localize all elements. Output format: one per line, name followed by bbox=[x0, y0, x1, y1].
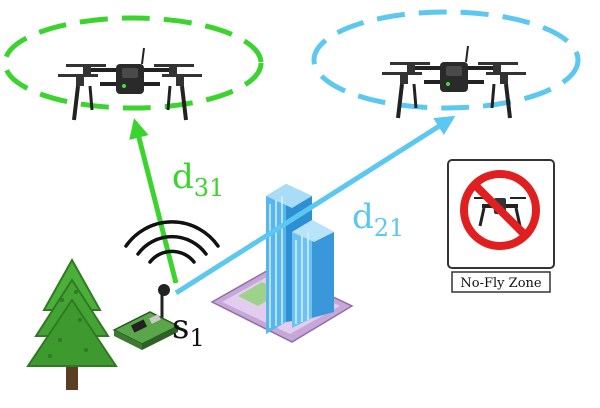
building-icon bbox=[210, 184, 354, 343]
s1-label: s1 bbox=[172, 307, 205, 352]
tree-icon bbox=[26, 257, 118, 390]
link-arrow-d31 bbox=[129, 118, 179, 284]
d31-label: d31 bbox=[172, 157, 224, 202]
coverage-ellipse-left bbox=[2, 15, 264, 111]
no-fly-zone-label: No-Fly Zone bbox=[460, 276, 541, 291]
d21-label: d21 bbox=[352, 197, 404, 242]
link-arrow-d21 bbox=[174, 115, 456, 296]
wireless-signal-icon bbox=[124, 220, 220, 264]
no-fly-zone-sign: No-Fly Zone bbox=[447, 159, 555, 293]
sensor-board-icon bbox=[112, 284, 180, 350]
coverage-ellipse-right bbox=[311, 9, 581, 111]
no-drone-icon bbox=[460, 170, 540, 250]
